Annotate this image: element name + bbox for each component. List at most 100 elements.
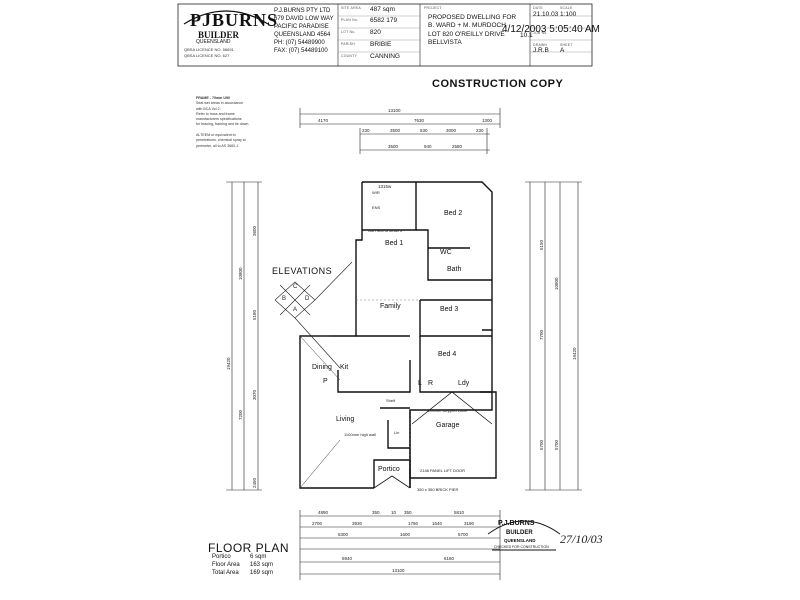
company-line: 679 DAVID LOW WAY xyxy=(274,16,334,22)
dim-left: 7200 xyxy=(238,409,243,420)
dim-left: 2450 xyxy=(252,477,257,488)
label-shelf: Shelf xyxy=(386,398,396,403)
dim-top: 3500 xyxy=(388,144,399,149)
construction-notes: FRAME - 70mm U90 Seal wet areas in accor… xyxy=(196,96,306,149)
room-dining: Dining xyxy=(312,364,332,371)
dim-bottom: 5300 xyxy=(338,532,349,537)
note-line: FRAME - 70mm U90 xyxy=(196,96,230,100)
project-line: B. WARD + M. MURDOCH xyxy=(428,22,506,29)
field-label: PARISH xyxy=(341,42,355,46)
sheet-value: A xyxy=(560,47,565,54)
dim-top: 940 xyxy=(424,144,432,149)
room-wir: WIR xyxy=(372,190,380,195)
room-laundry: Ldy xyxy=(458,380,470,387)
room-portico: Portico xyxy=(378,466,400,473)
field-label: SITE AREA xyxy=(341,6,361,10)
date-value: 21.10.03 xyxy=(533,11,559,18)
note-line: Refer to truss and frame xyxy=(196,111,235,116)
dim-bottom: 5700 xyxy=(458,532,469,537)
dim-right: 5700 xyxy=(554,439,559,450)
elevations-title: ELEVATIONS xyxy=(272,266,333,276)
area-value: 6 sqm xyxy=(250,554,267,560)
room-family: Family xyxy=(380,303,401,310)
field-label: SHEET xyxy=(560,43,573,47)
area-name: Floor Area xyxy=(212,562,240,568)
dim-right: 10800 xyxy=(554,277,559,290)
company-line: PH: (07) 54489900 xyxy=(274,40,325,46)
dim-bottom: 1640 xyxy=(432,521,443,526)
note-line: penetrations, chemical spray to xyxy=(196,138,246,143)
dim-top: 530 xyxy=(420,128,428,133)
dim-overall-top: 13100 xyxy=(388,108,401,113)
licence-1: QBSA LICENCE NO. 56691 xyxy=(184,47,234,52)
site-area-value: 487 sqm xyxy=(370,6,395,13)
area-value: 163 sqm xyxy=(250,562,274,568)
room-bed2: Bed 2 xyxy=(444,210,463,217)
stamp-name: P.J.BURNS xyxy=(498,520,535,527)
dim-bottom: 1750 xyxy=(408,521,419,526)
room-ens: ENS xyxy=(372,205,381,210)
company-line: PACIFIC PARADISE xyxy=(274,24,329,30)
room-l: L xyxy=(418,380,422,387)
note-line: with BCA Vol 2. xyxy=(196,106,221,111)
elevation-c: C xyxy=(293,284,298,290)
dim-bottom: 3190 xyxy=(464,521,475,526)
room-bed1: Bed 1 xyxy=(385,240,404,247)
project-line: PROPOSED DWELLING FOR xyxy=(428,14,517,21)
company-line: QUEENSLAND 4564 xyxy=(274,32,331,38)
lot-no-value: 820 xyxy=(370,29,381,36)
stamp-state: QUEENSLAND xyxy=(504,538,536,543)
dim-left: 19420 xyxy=(226,357,231,370)
dim-left: 3070 xyxy=(252,389,257,400)
dim-left: 3600 xyxy=(252,225,257,236)
construction-copy-banner: CONSTRUCTION COPY xyxy=(432,78,564,90)
elevation-a: A xyxy=(293,307,298,313)
dim-left: 5180 xyxy=(252,309,257,320)
dim-top: 230 xyxy=(362,128,370,133)
label-brick-pier: 350 x 350 BRICK PIER xyxy=(417,487,459,492)
job-no-value: 10.1 xyxy=(520,32,533,39)
project-line: LOT 820 O'REILLY DRIVE xyxy=(428,31,505,38)
field-label: LOT No. xyxy=(341,30,356,34)
dim-bottom: 4890 xyxy=(318,510,329,515)
room-bed3: Bed 3 xyxy=(440,306,459,313)
area-name: Portico xyxy=(212,554,231,560)
note-line: Seal wet areas in accordance xyxy=(196,101,244,106)
note-line: perimeter, all to AS 3660-1 xyxy=(196,143,239,148)
logo-builder: BUILDER xyxy=(198,30,240,40)
project-label: PROJECT xyxy=(424,6,442,10)
label-coffer: 200mm stepped coffer xyxy=(428,408,468,413)
dim-top: 7630 xyxy=(414,118,425,123)
field-label: JOB No. xyxy=(533,31,548,35)
dim-bottom: 6160 xyxy=(444,556,455,561)
field-label: COUNTY xyxy=(341,54,357,58)
room-kit: Kit xyxy=(340,364,349,371)
dim-right: 7700 xyxy=(539,329,544,340)
dim-top: 4170 xyxy=(318,118,329,123)
field-label: DATE xyxy=(533,6,543,10)
drawn-value: J.R.B xyxy=(533,47,549,54)
dim-bottom: 1600 xyxy=(400,532,411,537)
label-linen: Lin xyxy=(394,430,400,435)
note-line: manufacturers specifications xyxy=(196,117,242,122)
dim-overall-bottom: 13100 xyxy=(392,568,405,573)
area-value: 169 sqm xyxy=(250,570,274,576)
room-bed4: Bed 4 xyxy=(438,351,457,358)
dim-left: 10800 xyxy=(238,267,243,280)
dim-top: 2580 xyxy=(452,144,463,149)
note-line: for bracing, framing and tie down. xyxy=(196,122,250,127)
room-pantry: P xyxy=(323,378,328,385)
dim-bottom: 5810 xyxy=(454,510,465,515)
note-line: ALTEEM or equivalent to xyxy=(196,133,236,138)
project-line: BELLVISTA xyxy=(428,39,462,46)
parish-value: BRIBIE xyxy=(370,41,392,48)
elevation-b: B xyxy=(282,296,287,302)
company-line: P.J.BURNS PTY LTD xyxy=(274,8,331,14)
company-logo: PJBURNS xyxy=(190,10,279,30)
scale-value: 1:100 xyxy=(560,11,577,18)
dim-bottom: 6940 xyxy=(342,556,353,561)
dim-bottom: 3930 xyxy=(352,521,363,526)
